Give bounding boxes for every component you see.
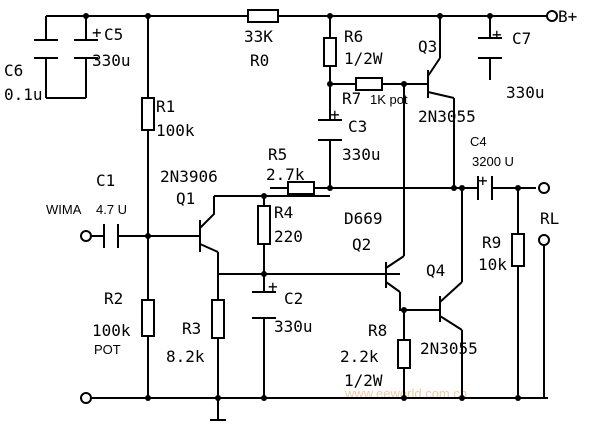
c4-value: 3200 U <box>472 154 514 169</box>
capacitor-c2 <box>252 291 276 319</box>
q2-ref: Q2 <box>352 235 371 254</box>
r2-ref: R2 <box>104 289 123 308</box>
r6-ref: R6 <box>344 27 363 46</box>
capacitor-c1 <box>103 224 119 248</box>
resistor-r6 <box>323 37 337 67</box>
q3-ref: Q3 <box>418 37 437 56</box>
c1-value: 4.7 U <box>96 202 127 217</box>
c4-ref: C4 <box>470 134 487 149</box>
resistor-r7 <box>355 77 383 91</box>
r7-value: 1K pot <box>370 92 408 107</box>
c2-value: 330u <box>274 317 313 336</box>
q3-part: 2N3055 <box>418 107 476 126</box>
c5-polarity: + <box>92 23 102 42</box>
c3-ref: C3 <box>348 117 367 136</box>
resistor-r2 <box>141 299 155 337</box>
q4-ref: Q4 <box>426 261 445 280</box>
transistor-q1 <box>199 196 219 253</box>
c7-value: 330u <box>506 83 545 102</box>
c1-brand: WIMA <box>46 202 82 217</box>
capacitor-c7 <box>478 37 502 59</box>
resistor-r8 <box>397 339 411 369</box>
q1-ref: Q1 <box>176 189 195 208</box>
q2-part: D669 <box>344 209 383 228</box>
r9-value: 10k <box>478 255 507 274</box>
output-terminal-bottom <box>538 234 550 246</box>
capacitor-c3 <box>318 119 342 141</box>
resistor-r3 <box>211 299 225 339</box>
resistor-r5 <box>287 181 315 195</box>
r8-value: 2.2k <box>340 347 379 366</box>
r2-value: 100k <box>92 321 131 340</box>
r0-value: 33K <box>244 27 273 46</box>
r4-value: 220 <box>274 227 303 246</box>
output-terminal-top <box>538 182 550 194</box>
r2-note: POT <box>94 342 121 357</box>
capacitor-c4 <box>477 176 493 200</box>
capacitor-c6 <box>34 39 58 59</box>
junctions <box>83 13 521 401</box>
r5-value: 2.7k <box>266 165 305 184</box>
c1-ref: C1 <box>96 171 115 190</box>
supply-terminal <box>546 10 558 22</box>
r5-ref: R5 <box>268 145 287 164</box>
supply-label: B+ <box>558 7 577 26</box>
capacitor-c5 <box>74 39 98 59</box>
c7-ref: C7 <box>512 29 531 48</box>
r4-ref: R4 <box>274 203 293 222</box>
c3-value: 330u <box>342 145 381 164</box>
r1-ref: R1 <box>156 97 175 116</box>
c6-value: 0.1u <box>4 85 43 104</box>
c6-ref: C6 <box>4 61 23 80</box>
r8-ref: R8 <box>368 321 387 340</box>
transistor-q2 <box>385 255 405 293</box>
rl-ref: RL <box>540 209 559 228</box>
r6-value: 1/2W <box>344 49 383 68</box>
c7-polarity: + <box>492 25 502 44</box>
ground-terminal <box>80 392 92 404</box>
c2-ref: C2 <box>284 289 303 308</box>
wires <box>45 15 548 420</box>
c4-polarity: + <box>478 171 488 190</box>
resistor-r9 <box>511 233 525 267</box>
c2-polarity: + <box>268 277 278 296</box>
r3-ref: R3 <box>182 319 201 338</box>
c3-polarity: + <box>330 105 340 124</box>
c5-ref: C5 <box>104 25 123 44</box>
r9-ref: R9 <box>482 233 501 252</box>
r3-value: 8.2k <box>166 347 205 366</box>
resistor-r0 <box>247 9 279 23</box>
q1-part: 2N3906 <box>160 167 218 186</box>
r1-value: 100k <box>156 121 195 140</box>
r0-ref: R0 <box>250 51 269 70</box>
resistor-r1 <box>141 97 155 131</box>
resistor-r4 <box>257 205 271 245</box>
input-terminal <box>80 230 92 242</box>
c5-value: 330u <box>92 51 131 70</box>
transistor-q4 <box>439 281 463 331</box>
r7-ref: R7 <box>342 89 361 108</box>
q4-part: 2N3055 <box>420 339 478 358</box>
transistor-q3 <box>427 57 455 99</box>
r8-rating: 1/2W <box>344 371 383 390</box>
